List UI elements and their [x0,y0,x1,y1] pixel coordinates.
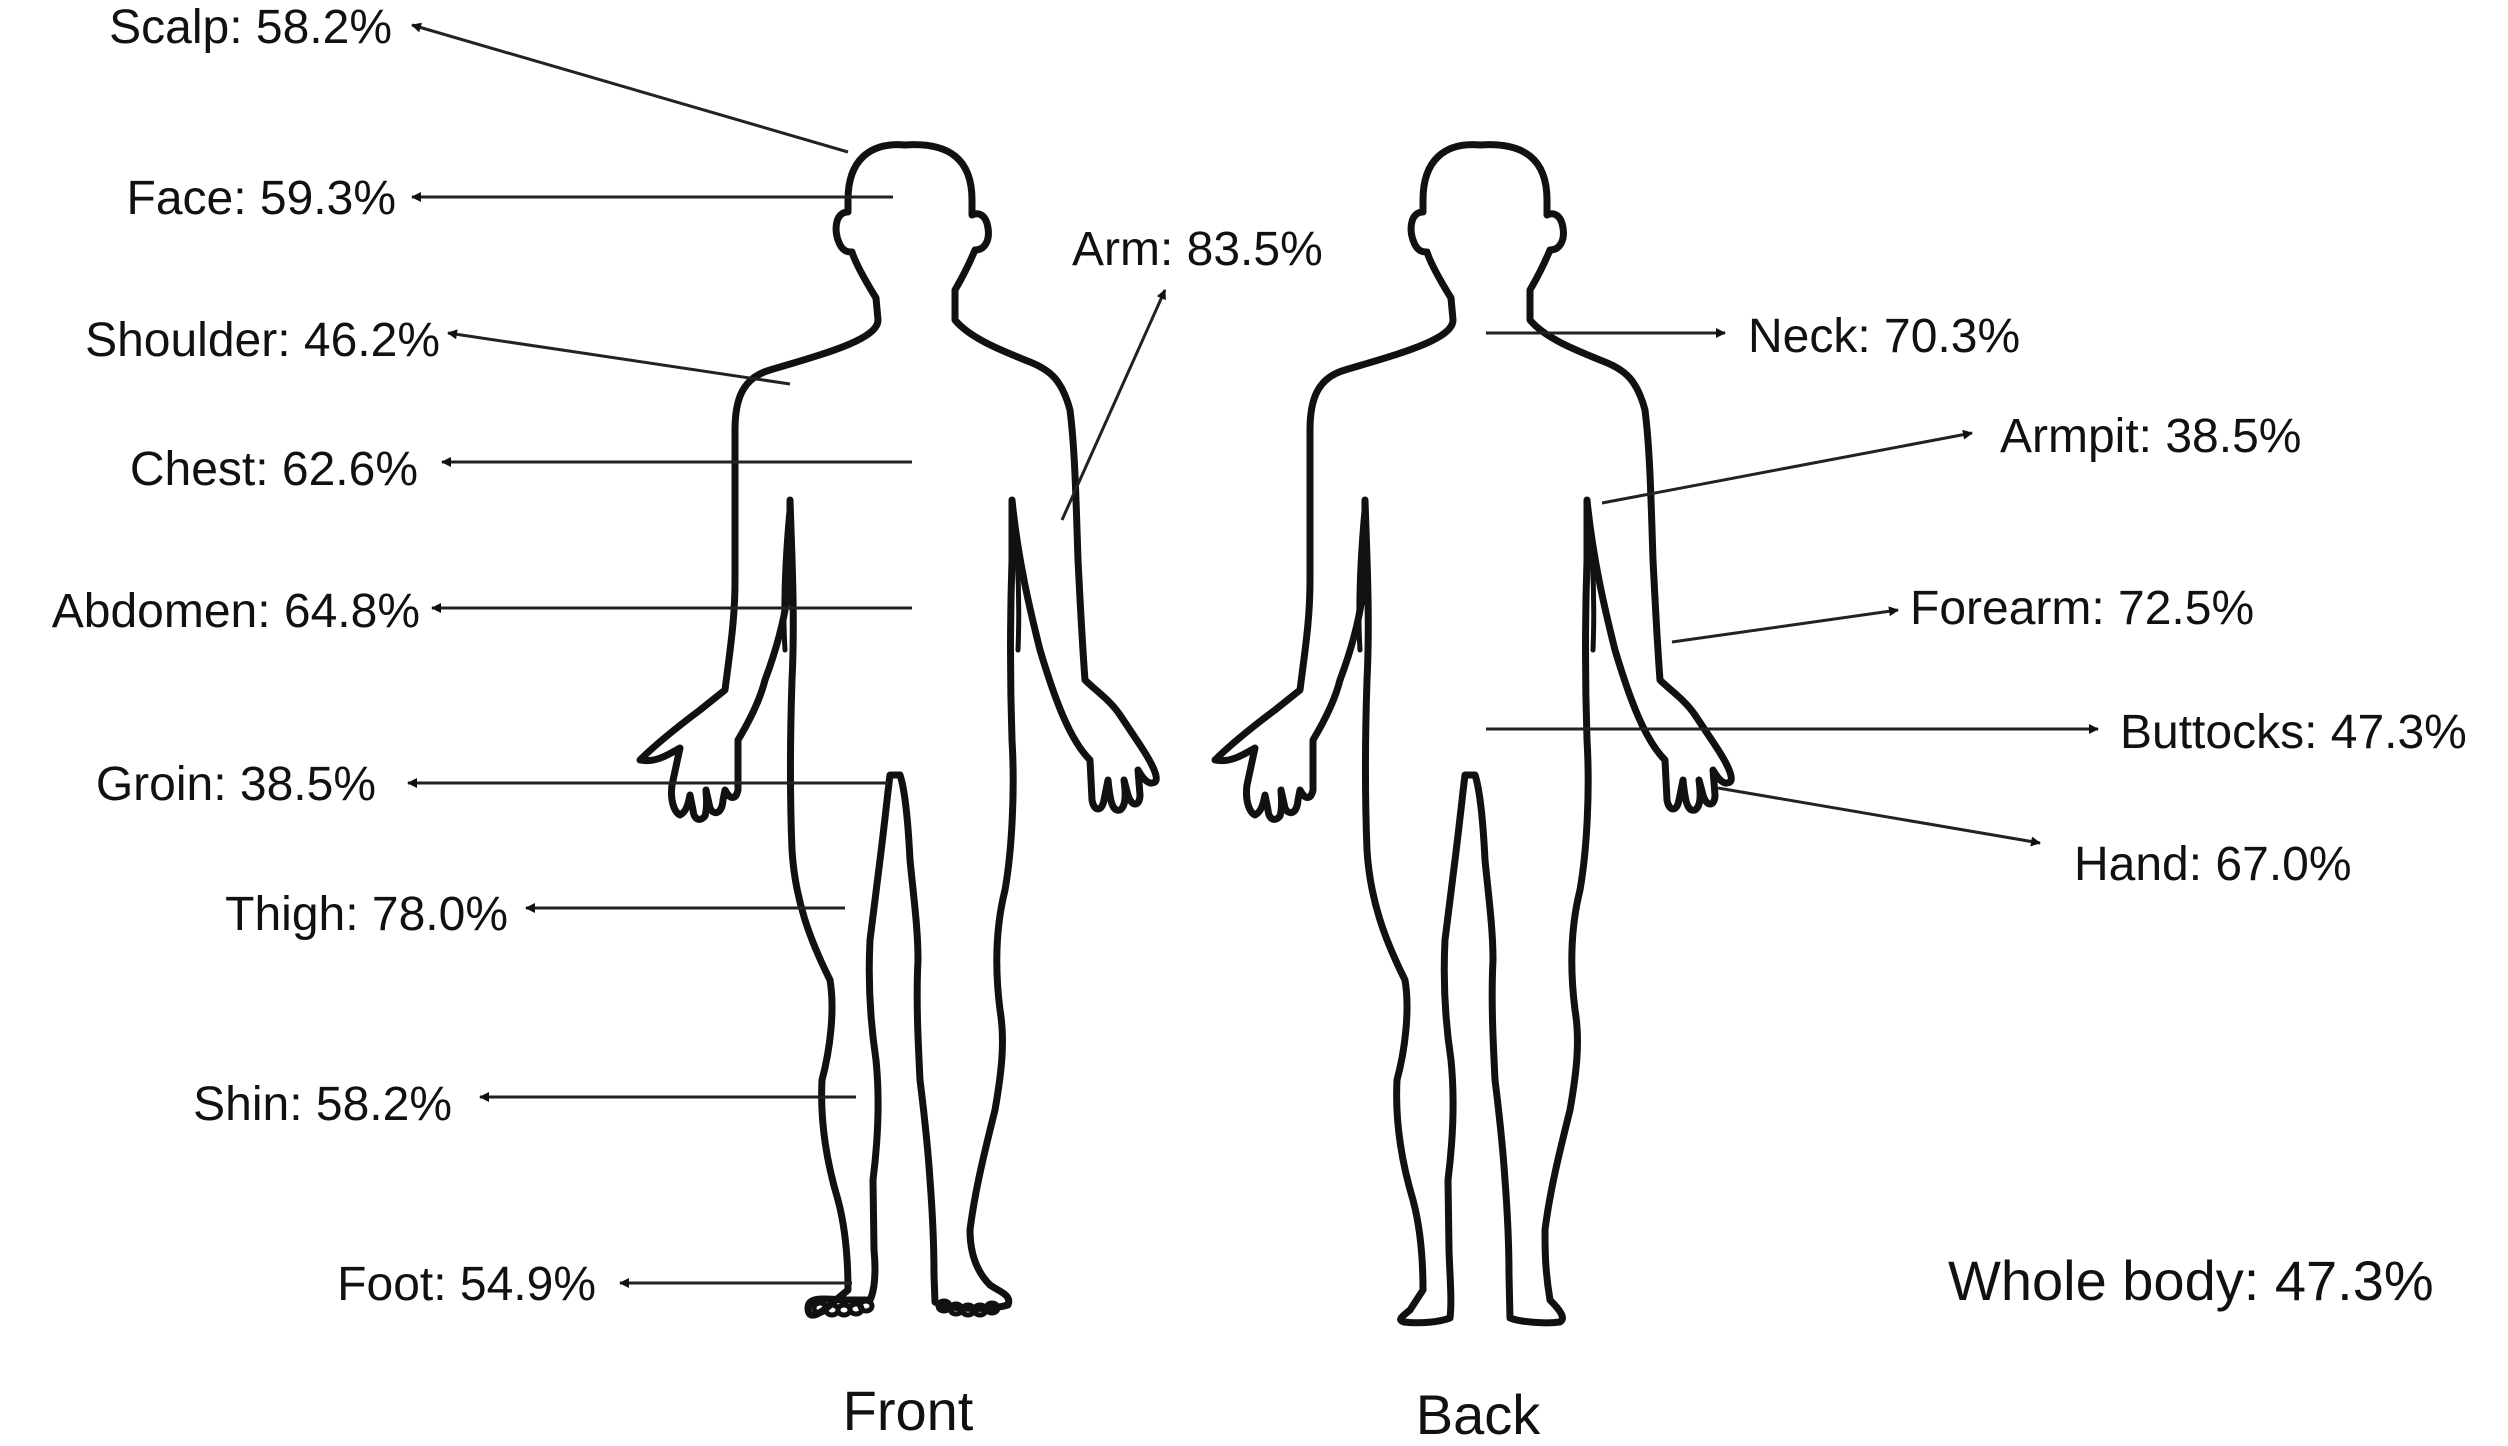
leader-forearm [1671,606,1899,644]
label-foot: Foot: 54.9% [337,1258,596,1311]
back-caption: Back [1416,1383,1541,1446]
label-shoulder: Shoulder: 46.2% [85,314,440,367]
leader-hand [1717,786,2041,847]
label-neck: Neck: 70.3% [1748,310,2020,363]
leader-scalp [411,22,849,154]
front-left-toes [811,1298,875,1318]
leader-armpit [1601,429,1973,505]
front-body-figure [636,141,1160,1319]
label-chest: Chest: 62.6% [130,443,418,496]
back-leader-lines [1486,328,2099,847]
back-region-labels: Neck: 70.3% Armpit: 38.5% Forearm: 72.5%… [1748,310,2467,891]
label-thigh: Thigh: 78.0% [225,888,508,941]
whole-body-label: Whole body: 47.3% [1948,1249,2434,1312]
leader-shoulder [447,329,791,386]
label-arm: Arm: 83.5% [1072,223,1323,276]
front-region-labels: Scalp: 58.2% Face: 59.3% Shoulder: 46.2%… [52,1,1323,1311]
label-shin: Shin: 58.2% [193,1078,452,1131]
label-buttocks: Buttocks: 47.3% [2120,706,2467,759]
leader-arm [1060,289,1167,521]
label-armpit: Armpit: 38.5% [2000,410,2301,463]
front-caption: Front [843,1379,974,1442]
label-abdomen: Abdomen: 64.8% [52,585,420,638]
front-leader-lines [407,22,1167,1288]
front-right-toes [935,1298,1001,1318]
label-groin: Groin: 38.5% [96,758,376,811]
label-scalp: Scalp: 58.2% [109,1,392,54]
label-forearm: Forearm: 72.5% [1910,582,2254,635]
label-face: Face: 59.3% [127,172,396,225]
back-body-figure [1211,141,1735,1327]
label-hand: Hand: 67.0% [2074,838,2352,891]
